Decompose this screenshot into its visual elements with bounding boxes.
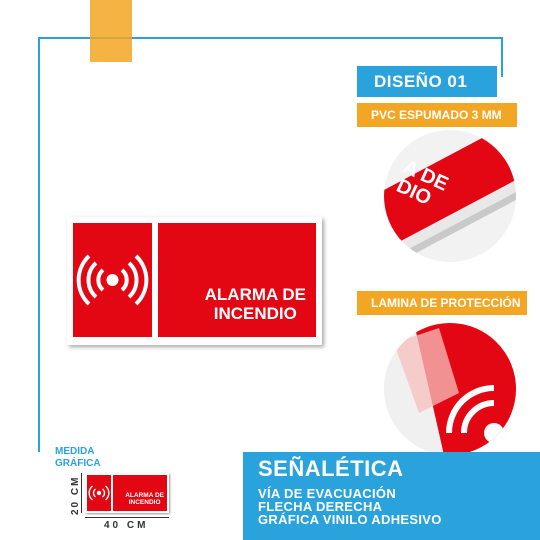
small-sign-preview: ALARMA DE INCENDIO [85, 473, 169, 513]
width-dimension-line [85, 517, 169, 518]
panel-lines: VÍA DE EVACUACIÓN FLECHA DERECHA GRÁFICA… [258, 487, 442, 526]
lamination-badge: LAMINA DE PROTECCIÓN [357, 291, 527, 315]
panel-line-2: FLECHA DERECHA [258, 499, 383, 514]
design-badge: DISEÑO 01 [357, 66, 497, 97]
alarm-broadcast-icon [76, 254, 149, 306]
fire-alarm-sign: ALARMA DE INCENDIO [67, 217, 322, 345]
panel-line-1: VÍA DE EVACUACIÓN [258, 486, 397, 501]
sign-text: ALARMA DE INCENDIO [205, 285, 306, 323]
small-sign-icon-panel [87, 475, 111, 511]
width-dimension: 40 CM [104, 520, 149, 531]
sign-text-line2: INCENDIO [213, 304, 297, 323]
small-sign-text-panel: ALARMA DE INCENDIO [113, 475, 167, 511]
frame-top-line [38, 37, 503, 39]
panel-title: SEÑALÉTICA [258, 456, 404, 481]
sign-text-line1: ALARMA DE [204, 285, 306, 304]
frame-left-line [38, 37, 40, 452]
product-info-panel: SEÑALÉTICA VÍA DE EVACUACIÓN FLECHA DERE… [243, 452, 540, 540]
height-dimension-line [81, 473, 82, 513]
frame-right-line [501, 37, 503, 77]
small-sign-line1: ALARMA DE [125, 492, 164, 499]
lamination-detail-image [384, 323, 516, 455]
material-badge: PVC ESPUMADO 3 MM [357, 103, 517, 127]
sign-icon-panel [73, 223, 152, 337]
small-sign-line2: INCENDIO [128, 499, 161, 506]
panel-line-3: GRÁFICA VINILO ADHESIVO [258, 512, 442, 527]
height-dimension: 20 CM [70, 475, 81, 515]
pvc-edge-detail-image: A DE DIO [384, 130, 516, 262]
sign-text-panel: ALARMA DE INCENDIO [158, 223, 316, 337]
tape-decoration [90, 0, 132, 62]
alarm-broadcast-icon [88, 485, 110, 501]
measure-label: MEDIDA GRÁFICA [55, 446, 101, 469]
